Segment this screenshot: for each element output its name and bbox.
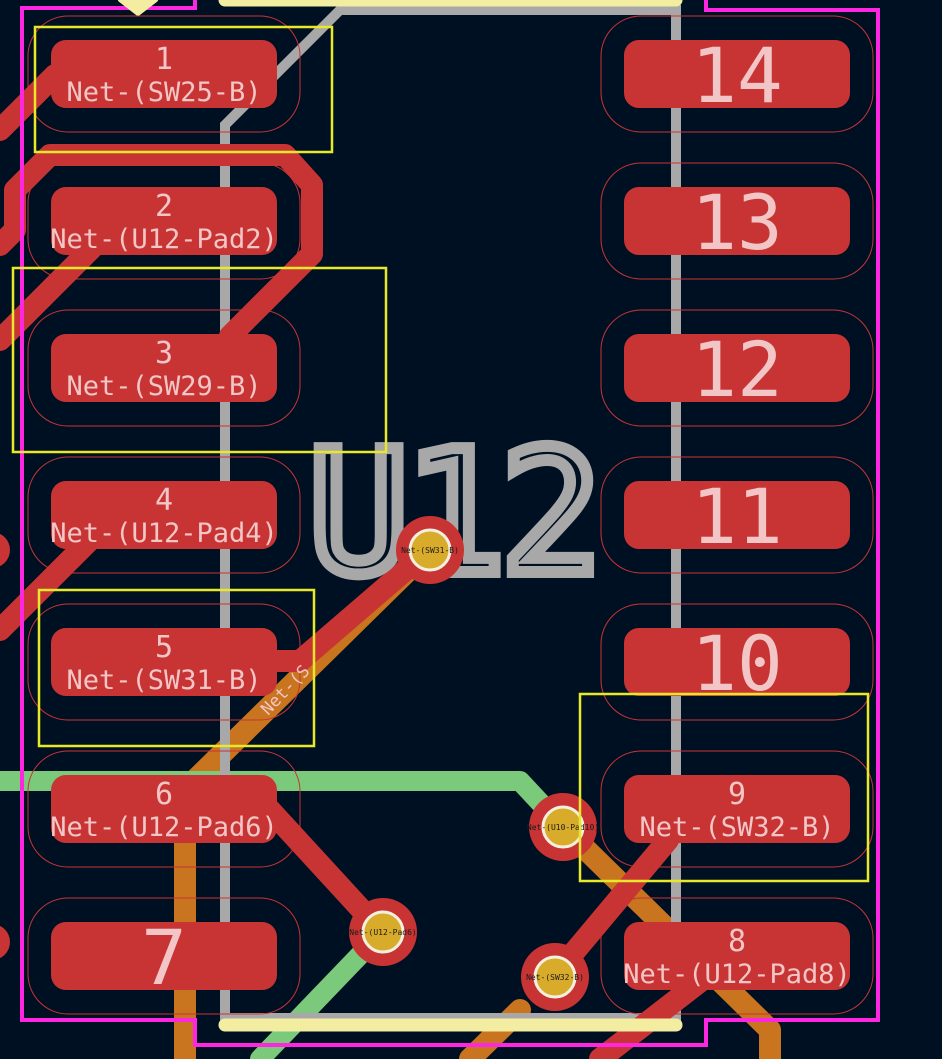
pad-14[interactable]: 14	[600, 15, 874, 133]
pad-clearance-outline	[600, 309, 874, 427]
pad-copper	[624, 775, 850, 843]
via-drill	[541, 805, 585, 849]
offscreen-via-left-upper	[0, 533, 10, 567]
via-net-label: Net-(U12-Pad6)	[349, 928, 416, 937]
via[interactable]: Net-(SW31-B)	[396, 516, 464, 584]
via-net-label: Net-(SW32-B)	[526, 973, 584, 982]
pad-copper	[51, 628, 277, 696]
silk-pin1-marker	[118, 0, 158, 17]
courtyard-outline	[20, 0, 880, 1047]
pad-copper	[51, 40, 277, 108]
pad-clearance-outline	[600, 750, 874, 868]
pad-copper	[624, 628, 850, 696]
pad-number-label: 7	[141, 913, 187, 1002]
pad-clearance-outline	[600, 456, 874, 574]
selection-boxes	[11, 25, 870, 883]
via[interactable]: Net-(U12-Pad6)	[349, 898, 417, 966]
pad-net-label: Net-(U12-Pad8)	[623, 959, 851, 990]
pad-number-label: 2	[155, 189, 173, 224]
offscreen-via-left-lower	[0, 925, 10, 959]
pad-copper	[51, 775, 277, 843]
selection-box-pad1	[33, 25, 334, 154]
via-drill	[361, 910, 405, 954]
pad-number-label: 6	[155, 777, 173, 812]
fab-outline	[220, 5, 681, 1023]
pad-net-label: Net-(SW31-B)	[66, 665, 261, 696]
via-net-label: Net-(U10-Pad10)	[527, 823, 599, 832]
pad-net-label: Net-(SW29-B)	[66, 371, 261, 402]
pad-number-label: 12	[691, 325, 783, 414]
via[interactable]: Net-(SW32-B)	[521, 943, 589, 1011]
pad-clearance-outline	[27, 750, 301, 868]
pad-12[interactable]: 12	[600, 309, 874, 427]
pad-number-label: 13	[691, 178, 783, 267]
reference-designator: U12	[307, 415, 596, 613]
via-net-label: Net-(SW31-B)	[401, 546, 459, 555]
fab-outline-body	[220, 5, 681, 1023]
pad-clearance-outline	[600, 162, 874, 280]
selection-box-pad3	[11, 266, 388, 454]
pad-clearance-outline	[600, 603, 874, 721]
pad-copper	[51, 922, 277, 990]
pad-net-label: Net-(U12-Pad2)	[50, 224, 278, 255]
pad-number-label: 3	[155, 336, 173, 371]
pad-copper	[624, 922, 850, 990]
pad-7[interactable]: 7	[27, 897, 301, 1015]
pad-number-label: 8	[728, 924, 746, 959]
pad-net-label: Net-(U12-Pad6)	[50, 812, 278, 843]
pad-copper	[624, 187, 850, 255]
pad-copper	[624, 481, 850, 549]
pad-13[interactable]: 13	[600, 162, 874, 280]
pad-copper	[624, 40, 850, 108]
selection-box-pad9	[578, 692, 870, 883]
via-drill	[408, 528, 452, 572]
pad-clearance-outline	[27, 309, 301, 427]
pad-11[interactable]: 11	[600, 456, 874, 574]
pad-number-label: 14	[691, 31, 783, 120]
pad-clearance-outline	[27, 897, 301, 1015]
pad-clearance-outline	[27, 15, 301, 133]
selection-box-pad5	[37, 588, 316, 748]
pad-number-label: 11	[691, 472, 783, 561]
trace-front-pad2	[0, 229, 111, 351]
pad-number-label: 1	[155, 42, 173, 77]
pad-copper	[51, 481, 277, 549]
trace-front-pad1	[0, 64, 66, 141]
pad-number-label: 5	[155, 630, 173, 665]
pad-clearance-outline	[600, 15, 874, 133]
pad-number-label: 9	[728, 777, 746, 812]
vias-layer: Net-(SW31-B) Net-(U10-Pad10) Net-(U12-Pad6…	[349, 516, 599, 1011]
pad-clearance-outline	[27, 456, 301, 574]
pad-clearance-outline	[600, 897, 874, 1015]
pad-net-label: Net-(SW25-B)	[66, 77, 261, 108]
pad-copper	[624, 334, 850, 402]
trace-front-pad3-loop	[0, 144, 323, 347]
pad-number-label: 4	[155, 483, 173, 518]
trace-front-pad4	[0, 524, 106, 641]
pad-net-label: Net-(U12-Pad4)	[50, 518, 278, 549]
pad-net-label: Net-(SW32-B)	[639, 812, 834, 843]
pad-copper	[51, 187, 277, 255]
silkscreen	[118, 0, 683, 1032]
pad-copper	[51, 334, 277, 402]
pad-clearance-outline	[27, 603, 301, 721]
pad-clearance-outline	[27, 162, 301, 280]
via-drill	[533, 955, 577, 999]
